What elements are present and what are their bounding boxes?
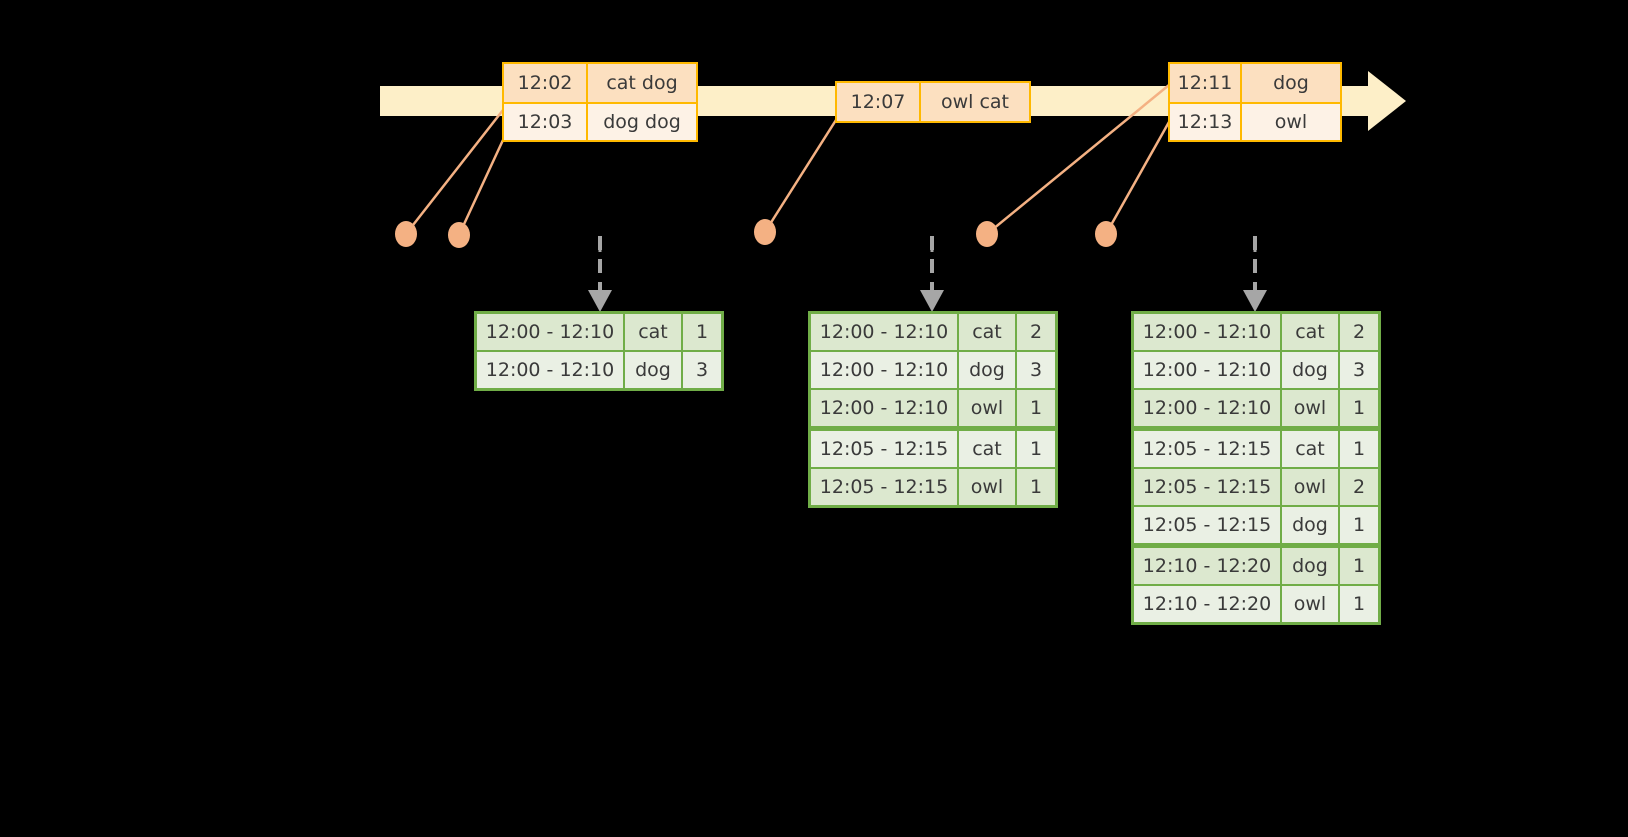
cell-word: cat (1282, 431, 1338, 467)
cell-word: owl (959, 390, 1015, 426)
event-box-3: 12:11 dog 12:13 owl (1168, 62, 1342, 142)
cell-word: dog (625, 352, 681, 388)
event-words: owl cat (940, 91, 1010, 113)
leader-line-2 (457, 139, 505, 236)
event-words: dog (1273, 72, 1309, 94)
cell-count: 2 (1340, 469, 1378, 505)
cell-window: 12:05 - 12:15 (811, 469, 957, 505)
leader-line-3 (763, 119, 838, 233)
cell-count: 3 (683, 352, 721, 388)
cell-window: 12:05 - 12:15 (1134, 507, 1280, 543)
cell-window: 12:00 - 12:10 (1134, 352, 1280, 388)
cell-word: cat (625, 314, 681, 350)
dashed-arrow-2 (920, 236, 944, 312)
cell-word: owl (959, 469, 1015, 505)
leader-line-5 (1104, 121, 1171, 235)
cell-count: 1 (683, 314, 721, 350)
cell-count: 1 (1340, 507, 1378, 543)
stream-dot-5 (1095, 221, 1117, 247)
event-box-2: 12:07 owl cat (835, 81, 1031, 123)
stream-dot-2 (448, 222, 470, 248)
event-words: owl (1274, 111, 1308, 133)
cell-count: 1 (1017, 390, 1055, 426)
cell-window: 12:05 - 12:15 (1134, 431, 1280, 467)
dashed-arrow-3 (1243, 236, 1267, 312)
cell-window: 12:00 - 12:10 (811, 352, 957, 388)
cell-window: 12:00 - 12:10 (1134, 390, 1280, 426)
cell-count: 1 (1340, 390, 1378, 426)
event-row: 12:11 dog (1170, 64, 1340, 102)
cell-count: 2 (1017, 314, 1055, 350)
cell-window: 12:05 - 12:15 (1134, 469, 1280, 505)
cell-window: 12:00 - 12:10 (477, 314, 623, 350)
cell-word: owl (1282, 586, 1338, 622)
cell-window: 12:10 - 12:20 (1134, 586, 1280, 622)
stream-dot-4 (976, 221, 998, 247)
event-row: 12:02 cat dog (504, 64, 696, 102)
event-time: 12:13 (1170, 104, 1242, 140)
event-words: cat dog (606, 72, 678, 94)
cell-window: 12:10 - 12:20 (1134, 548, 1280, 584)
cell-word: cat (1282, 314, 1338, 350)
cell-count: 3 (1017, 352, 1055, 388)
cell-count: 1 (1340, 586, 1378, 622)
event-row: 12:13 owl (1170, 102, 1340, 140)
event-time: 12:03 (504, 104, 588, 140)
cell-word: owl (1282, 390, 1338, 426)
cell-word: dog (1282, 352, 1338, 388)
dashed-arrow-1 (588, 236, 612, 312)
cell-word: cat (959, 431, 1015, 467)
event-time: 12:02 (504, 64, 588, 102)
cell-word: owl (1282, 469, 1338, 505)
cell-count: 1 (1340, 548, 1378, 584)
cell-window: 12:05 - 12:15 (811, 431, 957, 467)
cell-count: 3 (1340, 352, 1378, 388)
event-words: dog dog (603, 111, 681, 133)
cell-count: 2 (1340, 314, 1378, 350)
stream-dot-3 (754, 219, 776, 245)
cell-word: dog (959, 352, 1015, 388)
timeline-arrowhead-icon (1368, 71, 1406, 131)
cell-count: 1 (1340, 431, 1378, 467)
leader-line-1 (405, 109, 504, 235)
event-row: 12:03 dog dog (504, 102, 696, 140)
stream-dot-1 (395, 221, 417, 247)
cell-count: 1 (1017, 469, 1055, 505)
cell-window: 12:00 - 12:10 (477, 352, 623, 388)
cell-window: 12:00 - 12:10 (811, 390, 957, 426)
event-time: 12:11 (1170, 64, 1242, 102)
cell-word: dog (1282, 507, 1338, 543)
event-box-1: 12:02 cat dog 12:03 dog dog (502, 62, 698, 142)
event-row: 12:07 owl cat (837, 83, 1029, 121)
cell-window: 12:00 - 12:10 (811, 314, 957, 350)
event-time: 12:07 (837, 83, 921, 121)
cell-word: dog (1282, 548, 1338, 584)
cell-window: 12:00 - 12:10 (1134, 314, 1280, 350)
cell-count: 1 (1017, 431, 1055, 467)
cell-word: cat (959, 314, 1015, 350)
